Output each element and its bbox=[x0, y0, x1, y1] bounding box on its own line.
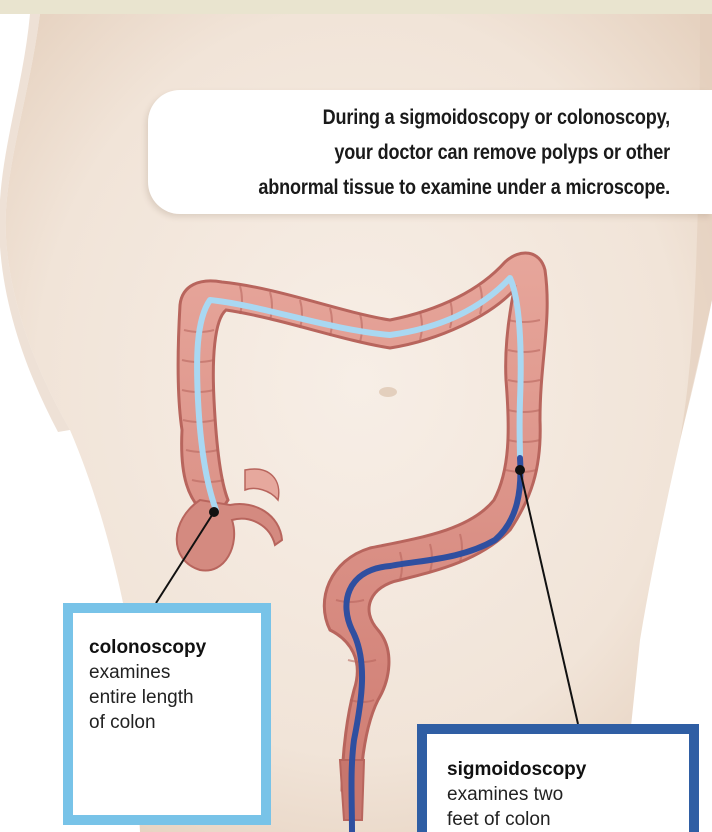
caption-text: During a sigmoidoscopy or colonoscopy, y… bbox=[223, 100, 670, 205]
colonoscopy-label-box: colonoscopy examines entire length of co… bbox=[63, 603, 271, 825]
sigmoidoscopy-leader-dot bbox=[515, 465, 525, 475]
caption-line: During a sigmoidoscopy or colonoscopy, bbox=[223, 100, 670, 135]
colonoscopy-leader-dot bbox=[209, 507, 219, 517]
colonoscopy-label-title: colonoscopy bbox=[89, 635, 261, 660]
sigmoidoscopy-label-title: sigmoidoscopy bbox=[447, 757, 689, 782]
colonoscopy-label-description: examines entire length of colon bbox=[89, 660, 261, 735]
caption-line: abnormal tissue to examine under a micro… bbox=[223, 170, 670, 205]
sigmoidoscopy-label-description: examines two feet of colon bbox=[447, 782, 689, 832]
top-band bbox=[0, 0, 712, 14]
caption-line: your doctor can remove polyps or other bbox=[223, 135, 670, 170]
navel bbox=[379, 387, 397, 397]
sigmoidoscopy-label-box: sigmoidoscopy examines two feet of colon bbox=[417, 724, 699, 832]
